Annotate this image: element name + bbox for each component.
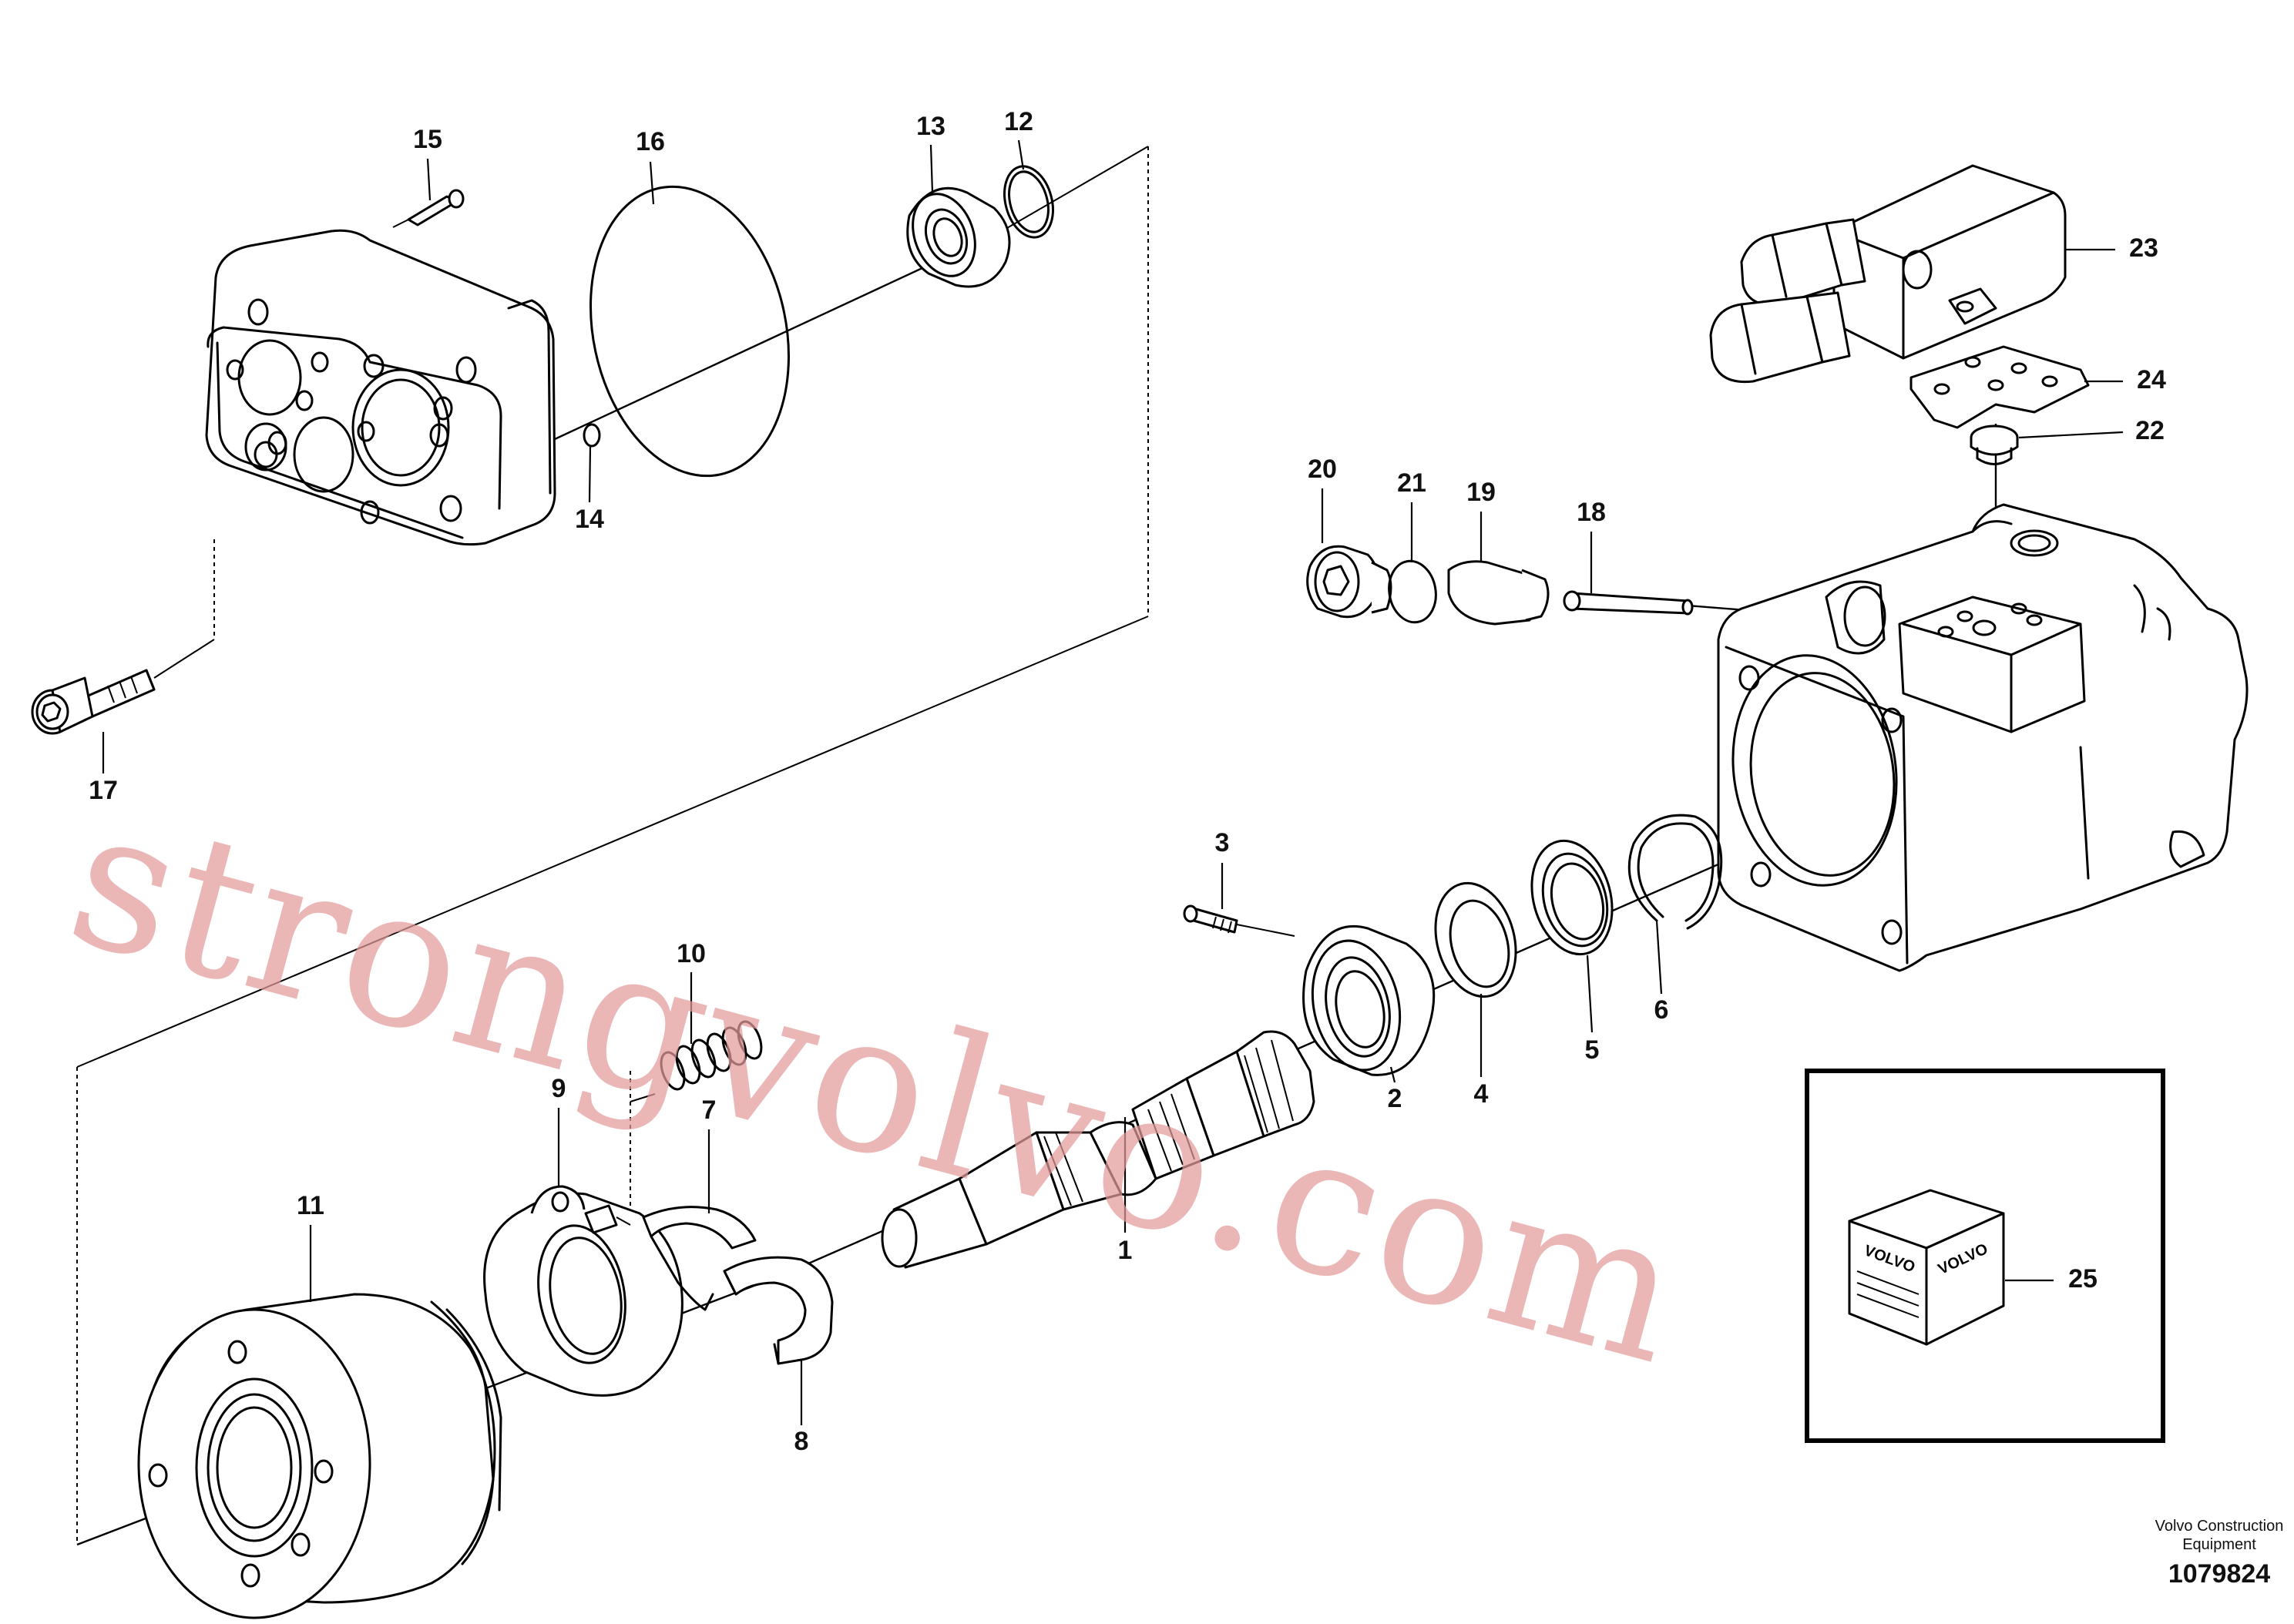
part-17-screw [31, 639, 215, 735]
callout-11: 11 [297, 1191, 324, 1220]
part-5-ring [1530, 839, 1614, 956]
callout-8: 8 [794, 1427, 809, 1456]
part-8-half-shell [723, 1256, 834, 1365]
pump-housing [1717, 503, 2249, 972]
leader-14 [588, 446, 592, 503]
part-10-spring [630, 1020, 763, 1102]
part-7-half-shell [642, 1206, 757, 1311]
part-6-snap-ring [1627, 814, 1723, 930]
callout-19: 19 [1466, 478, 1496, 507]
callout-15: 15 [413, 125, 442, 154]
part-14-ring [583, 423, 601, 448]
leader-2 [1389, 1066, 1396, 1083]
part-9-retainer [483, 1185, 683, 1397]
part-11-cylinder [137, 1293, 502, 1619]
part-20-fitting [1306, 545, 1392, 619]
callout-4: 4 [1474, 1079, 1489, 1109]
document-number: 1079824 [2168, 1559, 2270, 1589]
callout-2: 2 [1388, 1084, 1402, 1113]
part-24-gasket [1909, 345, 2090, 429]
part-12-ring [1003, 165, 1054, 239]
part-18-pin [1563, 590, 1694, 616]
callout-6: 6 [1654, 995, 1669, 1025]
leader-13 [929, 144, 934, 193]
leader-22 [2018, 431, 2124, 439]
callout-1: 1 [1118, 1236, 1133, 1265]
part-4-seal [1434, 881, 1517, 998]
frame-diagonal [76, 616, 1149, 1068]
part-3-screw [1183, 904, 1295, 937]
part-22-plug [1970, 424, 2019, 465]
lube-box-frame [1805, 1069, 2165, 1443]
leader-12 [1017, 139, 1025, 170]
leader-16 [649, 161, 655, 205]
part-21-o-ring [1388, 559, 1437, 624]
callout-22: 22 [2135, 416, 2165, 445]
callout-25: 25 [2068, 1264, 2098, 1293]
callout-9: 9 [552, 1074, 566, 1103]
part-1-shaft [881, 1030, 1315, 1269]
leader-lines [102, 139, 2124, 1425]
callout-5: 5 [1585, 1035, 1600, 1065]
callout-12: 12 [1004, 107, 1033, 136]
part-13-bearing [906, 186, 1011, 288]
part-2-bearing [1302, 924, 1436, 1076]
callout-3: 3 [1215, 828, 1230, 857]
part-25-box-frame: VOLVO VOLVO [1805, 1069, 2165, 1443]
leader-5 [1586, 955, 1594, 1033]
part-16-o-ring [589, 185, 790, 478]
callout-13: 13 [916, 112, 945, 141]
callout-16: 16 [636, 127, 665, 156]
leader-15 [426, 158, 432, 201]
lube-box-right [1925, 1212, 2005, 1346]
callout-24: 24 [2137, 365, 2166, 394]
callout-17: 17 [89, 776, 118, 805]
part-19-plug [1447, 560, 1550, 626]
callout-18: 18 [1577, 498, 1606, 527]
leader-6 [1655, 920, 1663, 995]
end-cover [205, 229, 556, 546]
frame-axis-top [1001, 146, 1149, 232]
callout-21: 21 [1397, 468, 1426, 498]
assembly-frame-lines [76, 146, 1149, 1545]
callout-7: 7 [702, 1096, 717, 1125]
part-23-valve [1709, 164, 2067, 384]
part-15-screw [392, 189, 465, 228]
callout-14: 14 [575, 505, 604, 534]
callout-20: 20 [1308, 455, 1337, 484]
callout-10: 10 [677, 939, 706, 968]
footer-company-line1: Volvo Construction [2155, 1518, 2284, 1535]
callout-23: 23 [2129, 233, 2158, 263]
footer-company-line2: Equipment [2182, 1536, 2256, 1553]
